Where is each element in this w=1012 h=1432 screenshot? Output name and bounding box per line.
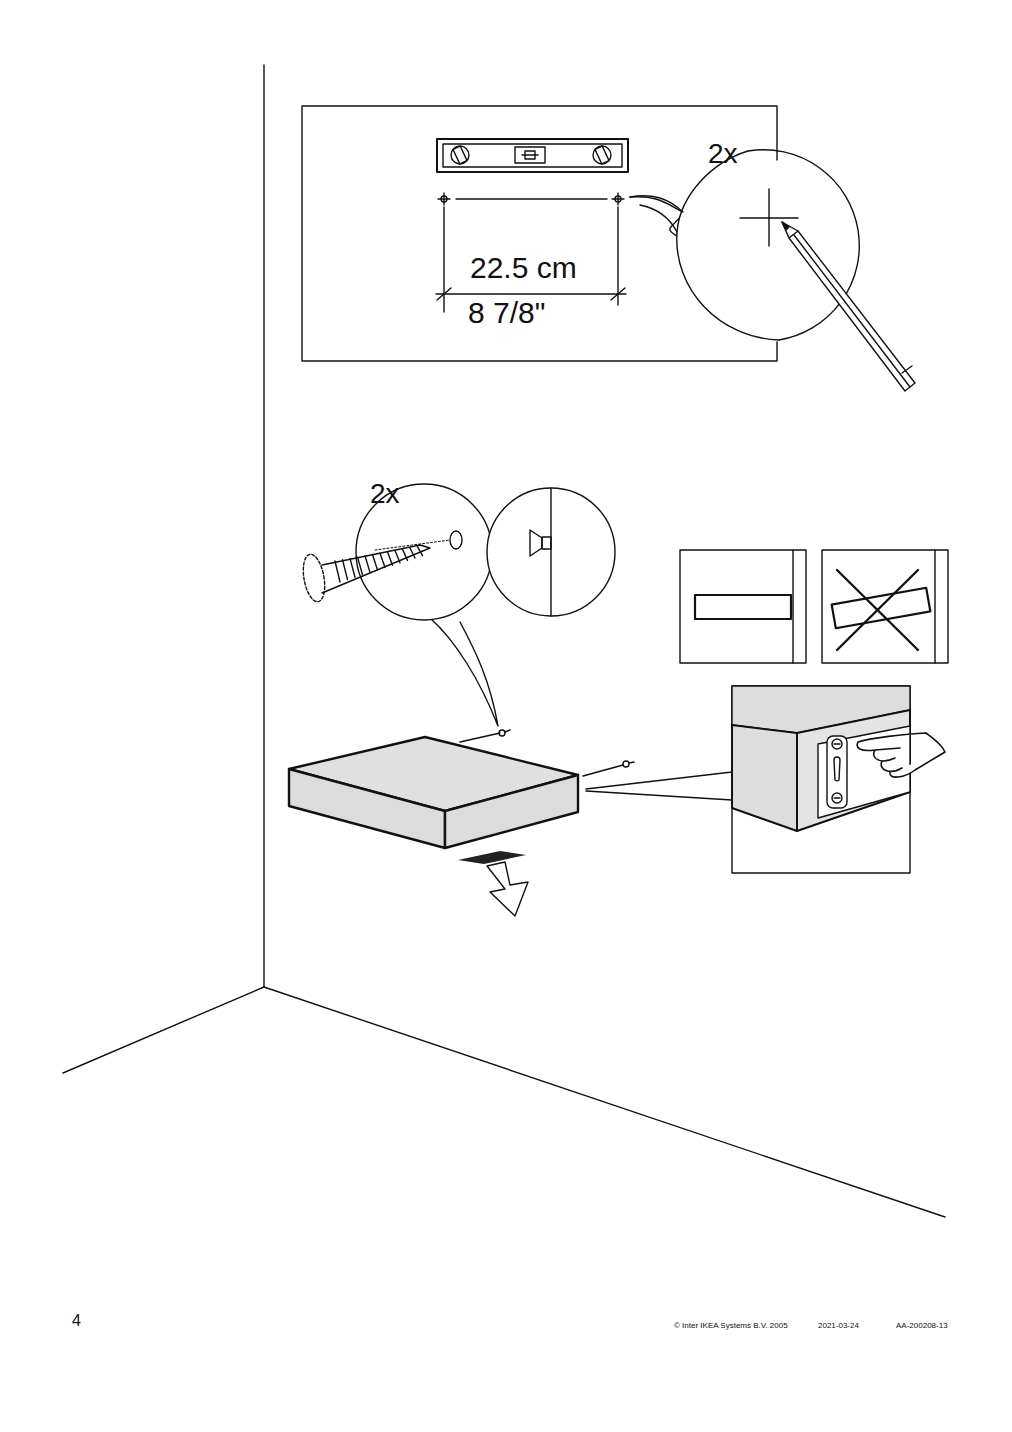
screw-thread (373, 555, 378, 571)
screw-thread (358, 557, 363, 575)
screw-callout (300, 484, 615, 726)
dimension-metric: 22.5 cm (470, 253, 577, 283)
screw-thread (418, 547, 423, 556)
dimension-imperial: 8 7/8" (468, 298, 545, 328)
room-corner (63, 65, 945, 1217)
page-number: 4 (72, 1313, 81, 1329)
shelf (289, 730, 732, 916)
screw-thread (388, 552, 393, 565)
screw-thread (410, 548, 415, 558)
bracket-detail (732, 686, 945, 873)
copyright-note: © Inter IKEA Systems B.V. 2005 (674, 1322, 788, 1330)
marking-panel (302, 106, 915, 391)
screw-thread (403, 549, 408, 560)
quantity-label: 2x (708, 140, 738, 168)
screw-thread (365, 556, 370, 573)
quantity-label: 2x (370, 480, 400, 508)
screw-thread (350, 558, 355, 577)
screw-thread (343, 560, 348, 580)
article-code: AA-200208-13 (896, 1322, 948, 1330)
date-note: 2021-03-24 (818, 1322, 859, 1330)
orientation-check (680, 550, 948, 663)
screw-thread (335, 561, 340, 582)
screw-thread (395, 551, 400, 563)
screw-thread (380, 553, 385, 567)
